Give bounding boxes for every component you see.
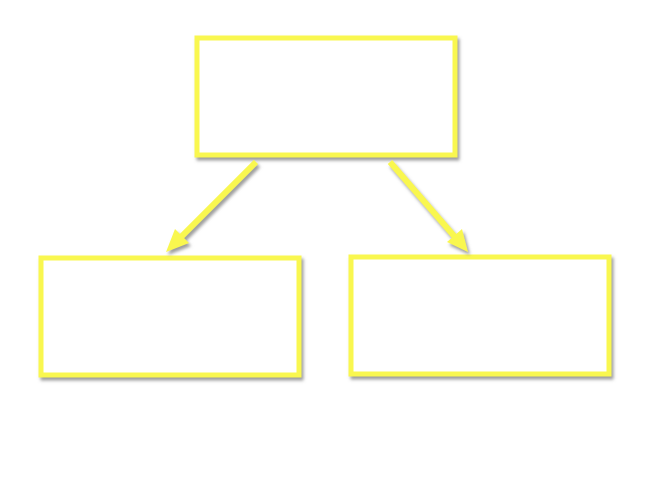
bottom-right-node-box bbox=[348, 254, 612, 377]
bottom-left-node bbox=[38, 255, 302, 378]
top-node-box bbox=[194, 35, 458, 158]
arrow-right-head bbox=[447, 229, 468, 252]
top-node bbox=[194, 35, 458, 158]
arrow-left-head bbox=[166, 229, 189, 252]
arrow-to-bottom-left bbox=[166, 159, 259, 252]
bottom-left-node-box bbox=[38, 255, 302, 378]
arrow-left-shaft bbox=[178, 159, 259, 240]
arrow-to-bottom-right bbox=[387, 160, 468, 252]
arrow-right-shaft bbox=[387, 160, 458, 239]
bottom-right-node bbox=[348, 254, 612, 377]
